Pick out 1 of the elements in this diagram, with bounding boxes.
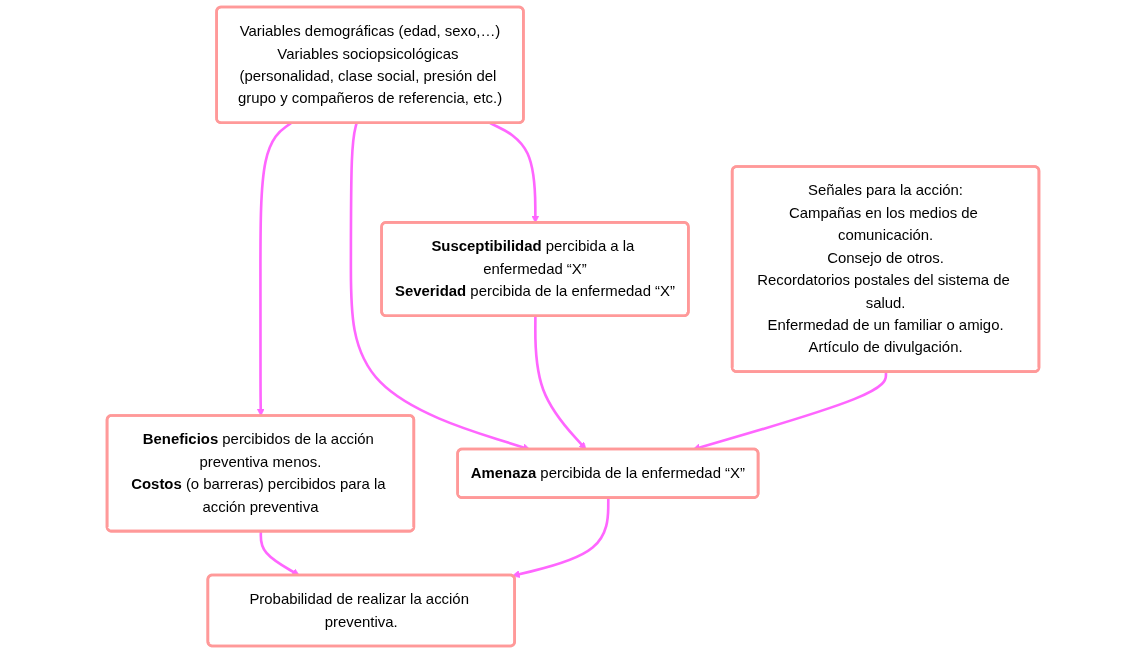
- arrow: [512, 498, 610, 578]
